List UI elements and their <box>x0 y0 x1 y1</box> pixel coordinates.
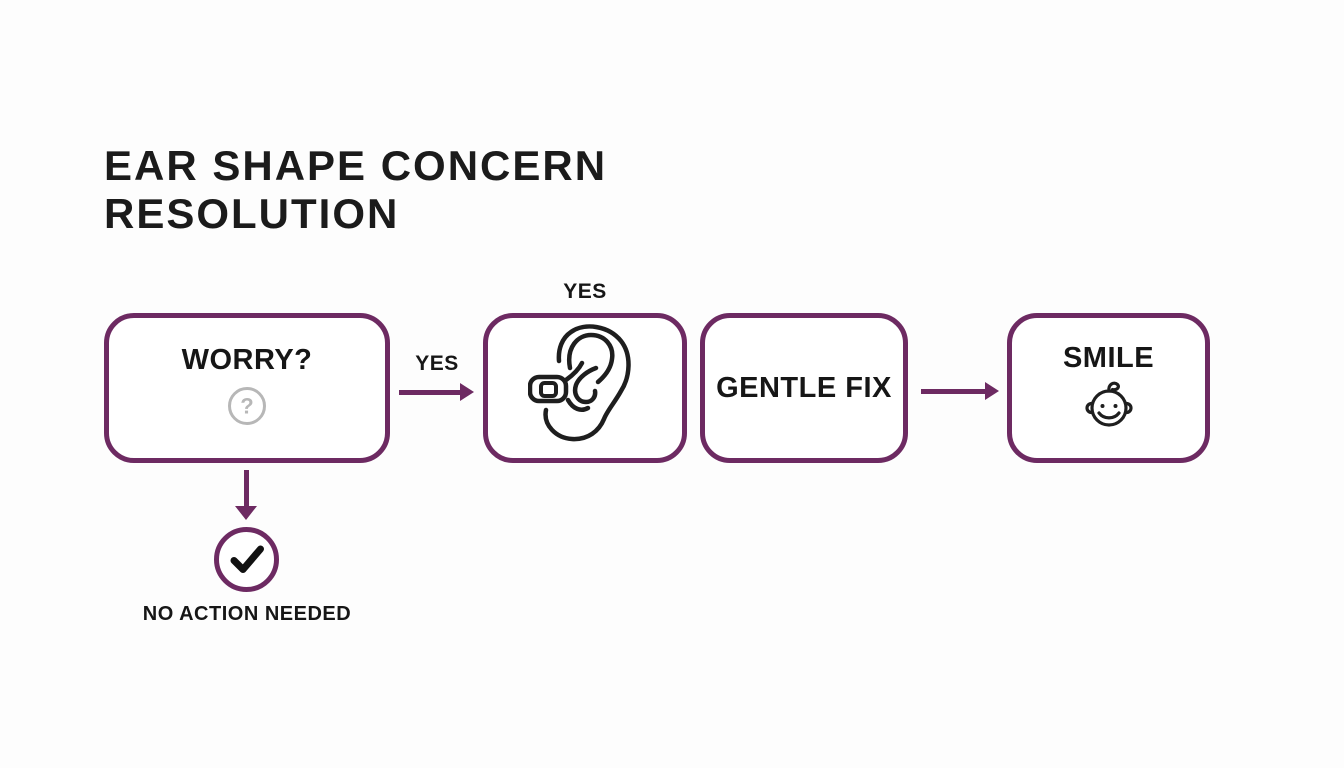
ear-node-caption: YES <box>563 280 607 303</box>
page-title: EAR SHAPE CONCERN RESOLUTION <box>104 142 608 237</box>
node-worry-label: WORRY? <box>181 344 313 376</box>
arrow-head-icon <box>460 383 474 401</box>
arrow-head-icon <box>985 382 999 400</box>
node-gentle-fix-label: GENTLE FIX <box>716 372 892 404</box>
node-worry: WORRY? ? <box>104 313 390 463</box>
baby-face-icon <box>1082 380 1136 435</box>
node-ear <box>483 313 687 463</box>
question-circle-icon: ? <box>226 385 268 432</box>
arrow-head-icon <box>235 506 257 520</box>
arrow-shaft <box>399 389 462 395</box>
edge-label-yes: YES <box>415 352 459 375</box>
arrow-worry-to-ear <box>399 383 474 401</box>
node-smile: SMILE <box>1007 313 1210 463</box>
arrow-shaft <box>921 388 987 394</box>
node-gentle-fix: GENTLE FIX <box>700 313 908 463</box>
arrow-shaft <box>243 470 249 508</box>
terminal-label: NO ACTION NEEDED <box>142 603 352 625</box>
svg-text:?: ? <box>240 394 253 419</box>
arrow-worry-to-no-action <box>235 470 257 520</box>
node-smile-label: SMILE <box>1062 341 1155 374</box>
ear-with-hearing-aid-icon <box>527 322 642 455</box>
arrow-fix-to-smile <box>921 382 999 400</box>
checkmark-circle-icon <box>214 527 279 592</box>
